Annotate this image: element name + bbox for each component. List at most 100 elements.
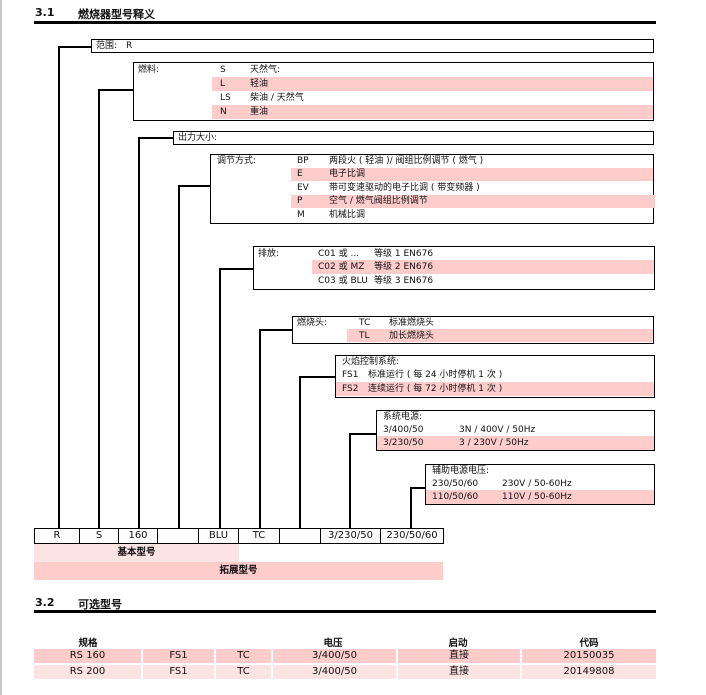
flame-desc: 标准运行 ( 每 24 小时停机 1 次 ) (368, 370, 503, 380)
regulation-box: 调节方式: BP 两段火 ( 轻油 )/ 阀组比例调节 ( 燃气 ) E 电子比… (210, 154, 655, 224)
emission-code: C02 或 MZ (318, 262, 365, 272)
highlight (291, 195, 655, 208)
output-label: 出力大小: (178, 133, 218, 143)
aux-desc: 110V / 50-60Hz (502, 492, 572, 502)
power-desc: 3 / 230V / 50Hz (459, 438, 529, 448)
fuel-desc: 轻油 (250, 79, 269, 89)
table-header: 启动 (448, 638, 468, 649)
table-cell: FS1 (143, 649, 214, 663)
head-code: TL (359, 331, 370, 341)
power-code: 3/400/50 (383, 425, 424, 435)
emission-label: 排放: (258, 249, 280, 259)
highlight (212, 77, 653, 91)
table-header: 规格 (78, 638, 98, 649)
head-label: 燃烧头: (297, 318, 328, 328)
power-code: 3/230/50 (383, 438, 424, 448)
range-box: 范围: R (91, 39, 654, 53)
aux-supply-box: 辅助电源电压: 230/50/60 230V / 50-60Hz 110/50/… (425, 464, 655, 505)
regulation-desc: 两段火 ( 轻油 )/ 阀组比例调节 ( 燃气 ) (329, 156, 484, 166)
flame-control-box: 火焰控制系统: FS1 标准运行 ( 每 24 小时停机 1 次 ) FS2 连… (335, 355, 655, 398)
fuel-code: N (220, 107, 227, 117)
range-label: 范围: (96, 41, 118, 51)
regulation-desc: 机械比调 (329, 210, 366, 220)
regulation-desc: 电子比调 (329, 169, 366, 179)
table-cell: 直接 (398, 665, 520, 679)
emission-code: C03 或 BLU (318, 276, 368, 286)
flame-desc: 连续运行 ( 每 72 小时停机 1 次 ) (368, 384, 503, 394)
code-cell: 230/50/60 (380, 528, 444, 544)
aux-label: 辅助电源电压: (432, 466, 490, 476)
head-desc: 标准燃烧头 (389, 318, 435, 328)
highlight (426, 490, 654, 504)
section-rule (34, 21, 656, 24)
table-cell: 20149808 (522, 665, 656, 679)
table-header: 电压 (323, 638, 343, 649)
code-cell: R (34, 528, 80, 544)
power-supply-box: 系统电源: 3/400/50 3N / 400V / 50Hz 3/230/50… (376, 410, 655, 451)
regulation-code: BP (297, 156, 309, 166)
fuel-code: L (220, 79, 226, 89)
code-cell: 160 (118, 528, 158, 544)
power-desc: 3N / 400V / 50Hz (459, 425, 536, 435)
table-header: 代码 (579, 638, 599, 649)
range-value: R (126, 41, 133, 51)
section-number: 3.1 (35, 6, 55, 19)
code-cell: S (79, 528, 119, 544)
flame-code: FS1 (342, 370, 359, 380)
table-cell: RS 200 (34, 665, 141, 679)
extended-model-band: 拓展型号 (34, 562, 443, 580)
fuel-label: 燃料: (138, 65, 160, 75)
code-cell (279, 528, 321, 544)
aux-code: 230/50/60 (432, 479, 479, 489)
flame-code: FS2 (342, 384, 359, 394)
code-cell: 3/230/50 (320, 528, 381, 544)
table-cell: 20150035 (522, 649, 656, 663)
table-cell: FS1 (143, 665, 214, 679)
regulation-desc: 带可变速驱动的电子比调 ( 带变频器 ) (329, 183, 480, 193)
highlight (377, 436, 654, 450)
table-cell: RS 160 (34, 649, 141, 663)
regulation-code: E (297, 169, 303, 179)
head-code: TC (359, 318, 371, 328)
power-label: 系统电源: (383, 412, 423, 422)
emission-code: C01 或 ... (318, 249, 360, 259)
table-cell: 3/400/50 (273, 665, 396, 679)
table-cell: TC (216, 649, 271, 663)
code-cell: TC (238, 528, 280, 544)
basic-model-band: 基本型号 (34, 544, 239, 562)
table-cell: TC (216, 665, 271, 679)
regulation-code: EV (297, 183, 309, 193)
fuel-desc: 重油 (250, 107, 269, 117)
section-number: 3.2 (35, 596, 55, 609)
code-cell (157, 528, 199, 544)
highlight (312, 260, 654, 274)
regulation-label: 调节方式: (217, 156, 257, 166)
fuel-desc: 柴油 / 天然气 (250, 93, 304, 103)
highlight (291, 168, 653, 181)
emission-desc: 等级 3 EN676 (374, 276, 434, 286)
fuel-code: LS (220, 93, 231, 103)
fuel-desc: 天然气: (250, 65, 281, 75)
flame-label: 火焰控制系统: (342, 357, 400, 367)
burner-head-box: 燃烧头: TC 标准燃烧头 TL 加长燃烧头 (292, 316, 654, 344)
highlight (336, 382, 654, 396)
fuel-box: 燃料: S 天然气: L 轻油 LS 柴油 / 天然气 N 重油 (133, 62, 654, 121)
head-desc: 加长燃烧头 (389, 331, 435, 341)
highlight (212, 105, 653, 119)
table-cell: 3/400/50 (273, 649, 396, 663)
section-title: 燃烧器型号释义 (78, 8, 155, 21)
regulation-code: P (297, 196, 303, 206)
emission-box: 排放: C01 或 ... 等级 1 EN676 C02 或 MZ 等级 2 E… (253, 246, 655, 290)
emission-desc: 等级 1 EN676 (374, 249, 434, 259)
fuel-code: S (220, 65, 226, 75)
code-cell: BLU (198, 528, 239, 544)
section-rule (34, 610, 656, 613)
regulation-code: M (297, 210, 305, 220)
regulation-desc: 空气 / 燃气阀组比例调节 (329, 196, 428, 206)
section-title: 可选型号 (78, 598, 122, 611)
page-edge (0, 0, 2, 695)
aux-code: 110/50/60 (432, 492, 479, 502)
output-box: 出力大小: (173, 131, 654, 145)
highlight (347, 329, 653, 342)
emission-desc: 等级 2 EN676 (374, 262, 434, 272)
